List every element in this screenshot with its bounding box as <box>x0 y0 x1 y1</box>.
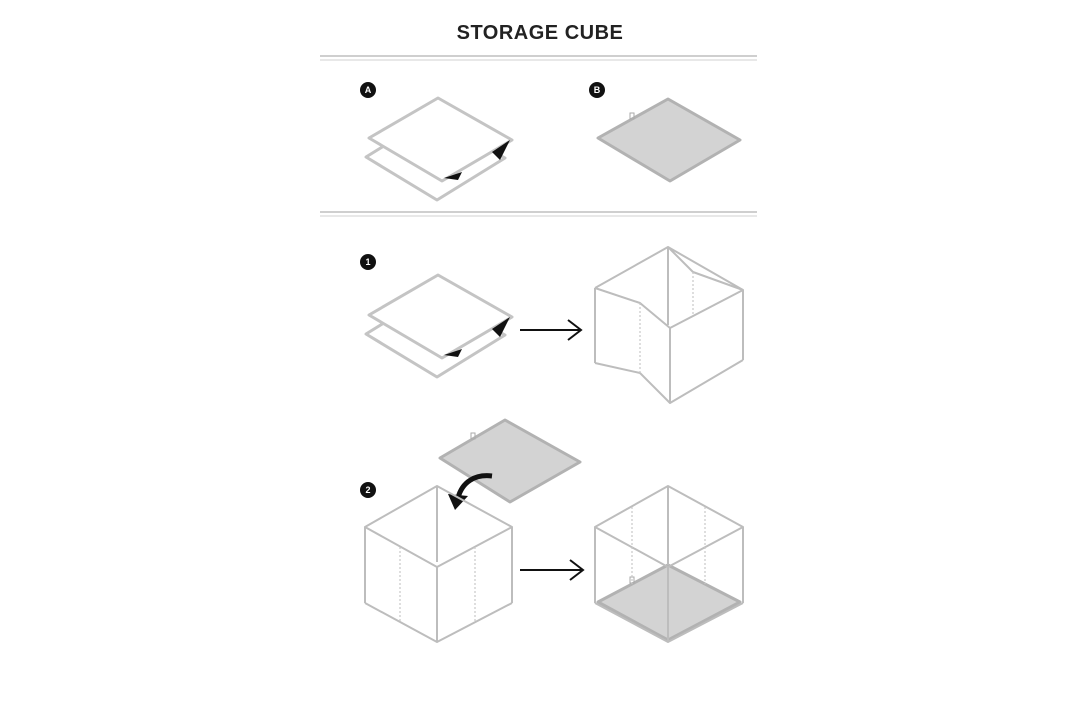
badge-b: B <box>589 82 605 98</box>
step2-bottom-panel-icon <box>438 418 582 504</box>
open-cube-icon <box>364 485 513 643</box>
badge-step-2: 2 <box>360 482 376 498</box>
badge-step-1: 1 <box>360 254 376 270</box>
badge-a-label: A <box>365 85 372 95</box>
badge-step-1-label: 1 <box>365 257 370 267</box>
divider-top <box>320 55 757 61</box>
badge-step-2-label: 2 <box>365 485 370 495</box>
badge-b-label: B <box>594 85 601 95</box>
bottom-panel-icon <box>596 97 742 183</box>
badge-a: A <box>360 82 376 98</box>
folding-cube-icon <box>594 246 744 404</box>
arrow-right-icon-2 <box>520 559 585 581</box>
side-panels-icon <box>364 96 514 202</box>
step1-side-panels-icon <box>364 273 514 379</box>
arrow-right-icon <box>520 319 583 341</box>
assembled-cube-icon <box>594 485 744 643</box>
divider-middle <box>320 211 757 217</box>
page-title: STORAGE CUBE <box>456 22 624 44</box>
curved-arrow-icon <box>448 473 493 510</box>
